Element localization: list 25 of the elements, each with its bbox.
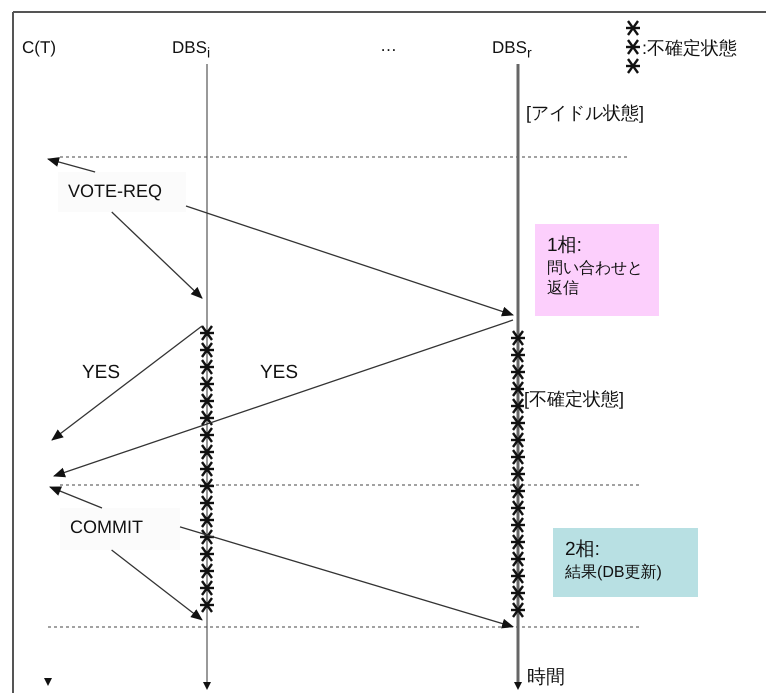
arrow [180, 526, 514, 628]
phase-description: 問い合わせと返信 [547, 258, 644, 300]
phase-box [535, 224, 659, 316]
arrow [49, 486, 102, 509]
arrow [53, 319, 514, 478]
lifeline-header: DBS$_{i}$ [170, 36, 234, 62]
lifeline-arrow [202, 64, 212, 690]
lifeline-arrow [513, 64, 523, 690]
lifeline-header: DBS$_{r}$ [490, 36, 556, 62]
arrow [111, 212, 203, 299]
message-label: VOTE-REQ [58, 172, 186, 212]
lifeline-header: C(T) [20, 36, 64, 60]
phase-box [553, 528, 698, 597]
arrow [51, 325, 202, 441]
arrow [111, 549, 203, 620]
phase-description: 結果(DB更新) [565, 562, 662, 583]
state-label: [不確定状態] [524, 387, 624, 411]
message-label: COMMIT [60, 508, 180, 550]
phase-heading: 1相: [547, 234, 582, 258]
legend-text: :不確定状態 [642, 37, 738, 60]
state-label: [アイドル状態] [526, 102, 644, 125]
arrow [186, 205, 514, 316]
ellipsis-label: … [380, 36, 397, 56]
arrow [47, 157, 96, 173]
phase-heading: 2相: [565, 538, 600, 562]
